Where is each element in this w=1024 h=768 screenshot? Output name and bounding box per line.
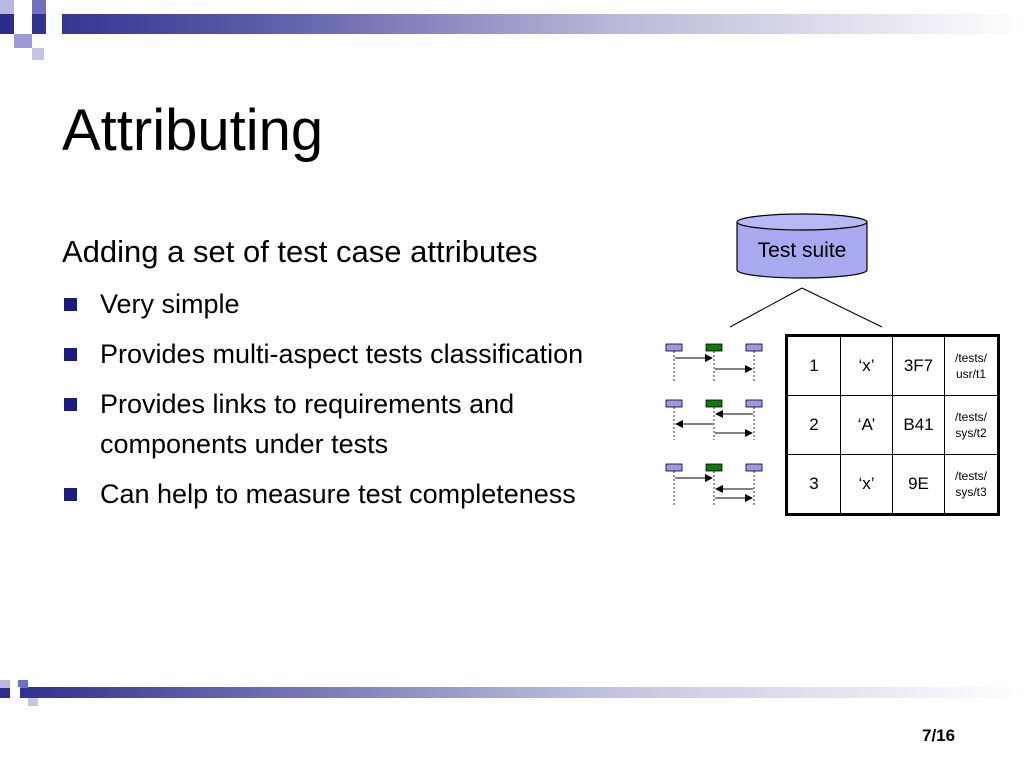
bullet-square-icon xyxy=(64,488,77,501)
footer-band xyxy=(0,687,1024,698)
slide-intro: Adding a set of test case attributes xyxy=(62,234,538,269)
sequence-diagram xyxy=(665,343,763,382)
database-cylinder xyxy=(736,213,868,279)
footer-decor-square xyxy=(0,680,10,688)
table-cell: ‘x’ xyxy=(840,454,893,515)
table-cell: ‘A’ xyxy=(840,395,893,455)
bullet-list: Very simple Provides multi-aspect tests … xyxy=(62,284,642,524)
bullet-square-icon xyxy=(64,398,77,411)
connector-line xyxy=(801,287,883,328)
page-number: 7/16 xyxy=(922,726,956,745)
table-cell: 3F7 xyxy=(892,335,945,396)
table-cell: 3 xyxy=(786,454,841,515)
attributes-table: 1 ‘x’ 3F7 /tests/ usr/t1 2 ‘A’ B41 /test… xyxy=(785,334,1000,516)
footer-decor-square xyxy=(18,680,28,688)
table-row: 2 ‘A’ B41 /tests/ sys/t2 xyxy=(786,395,999,455)
bullet-text: Can help to measure test completeness xyxy=(100,479,576,509)
table-row: 3 ‘x’ 9E /tests/ sys/t3 xyxy=(786,454,999,515)
bullet-item: Provides multi-aspect tests classificati… xyxy=(62,334,642,374)
header-decor-square xyxy=(32,0,46,14)
table-cell: 9E xyxy=(892,454,945,515)
bullet-text: Very simple xyxy=(100,289,240,319)
footer-decor-square xyxy=(28,698,38,706)
header-band xyxy=(0,14,1024,34)
table-cell: ‘x’ xyxy=(840,335,893,396)
table-row: 1 ‘x’ 3F7 /tests/ usr/t1 xyxy=(786,335,999,396)
bullet-item: Provides links to requirements and compo… xyxy=(62,384,642,464)
database-label: Test suite xyxy=(757,239,847,262)
bullet-text: Provides multi-aspect tests classificati… xyxy=(100,339,584,369)
header-decor-square xyxy=(14,14,32,34)
table-cell: /tests/ sys/t3 xyxy=(944,454,999,515)
header-decor-square xyxy=(0,0,14,14)
bullet-item: Very simple xyxy=(62,284,642,324)
table-cell: /tests/ sys/t2 xyxy=(944,395,999,455)
sequence-diagram xyxy=(665,463,763,505)
bullet-item: Can help to measure test completeness xyxy=(62,474,642,514)
bullet-text: Provides links to requirements and compo… xyxy=(100,389,515,459)
table-cell: B41 xyxy=(892,395,945,455)
sequence-diagram xyxy=(665,399,763,440)
bullet-square-icon xyxy=(64,298,77,311)
header-decor-square xyxy=(46,14,62,34)
table-cell: 1 xyxy=(786,335,841,396)
bullet-square-icon xyxy=(64,348,77,361)
table-cell: 2 xyxy=(786,395,841,455)
footer-decor-square xyxy=(10,687,20,698)
header-decor-square xyxy=(14,34,32,48)
connector-line xyxy=(729,287,803,328)
slide-title: Attributing xyxy=(62,98,324,163)
table-cell: /tests/ usr/t1 xyxy=(944,335,999,396)
header-decor-square xyxy=(32,48,44,60)
